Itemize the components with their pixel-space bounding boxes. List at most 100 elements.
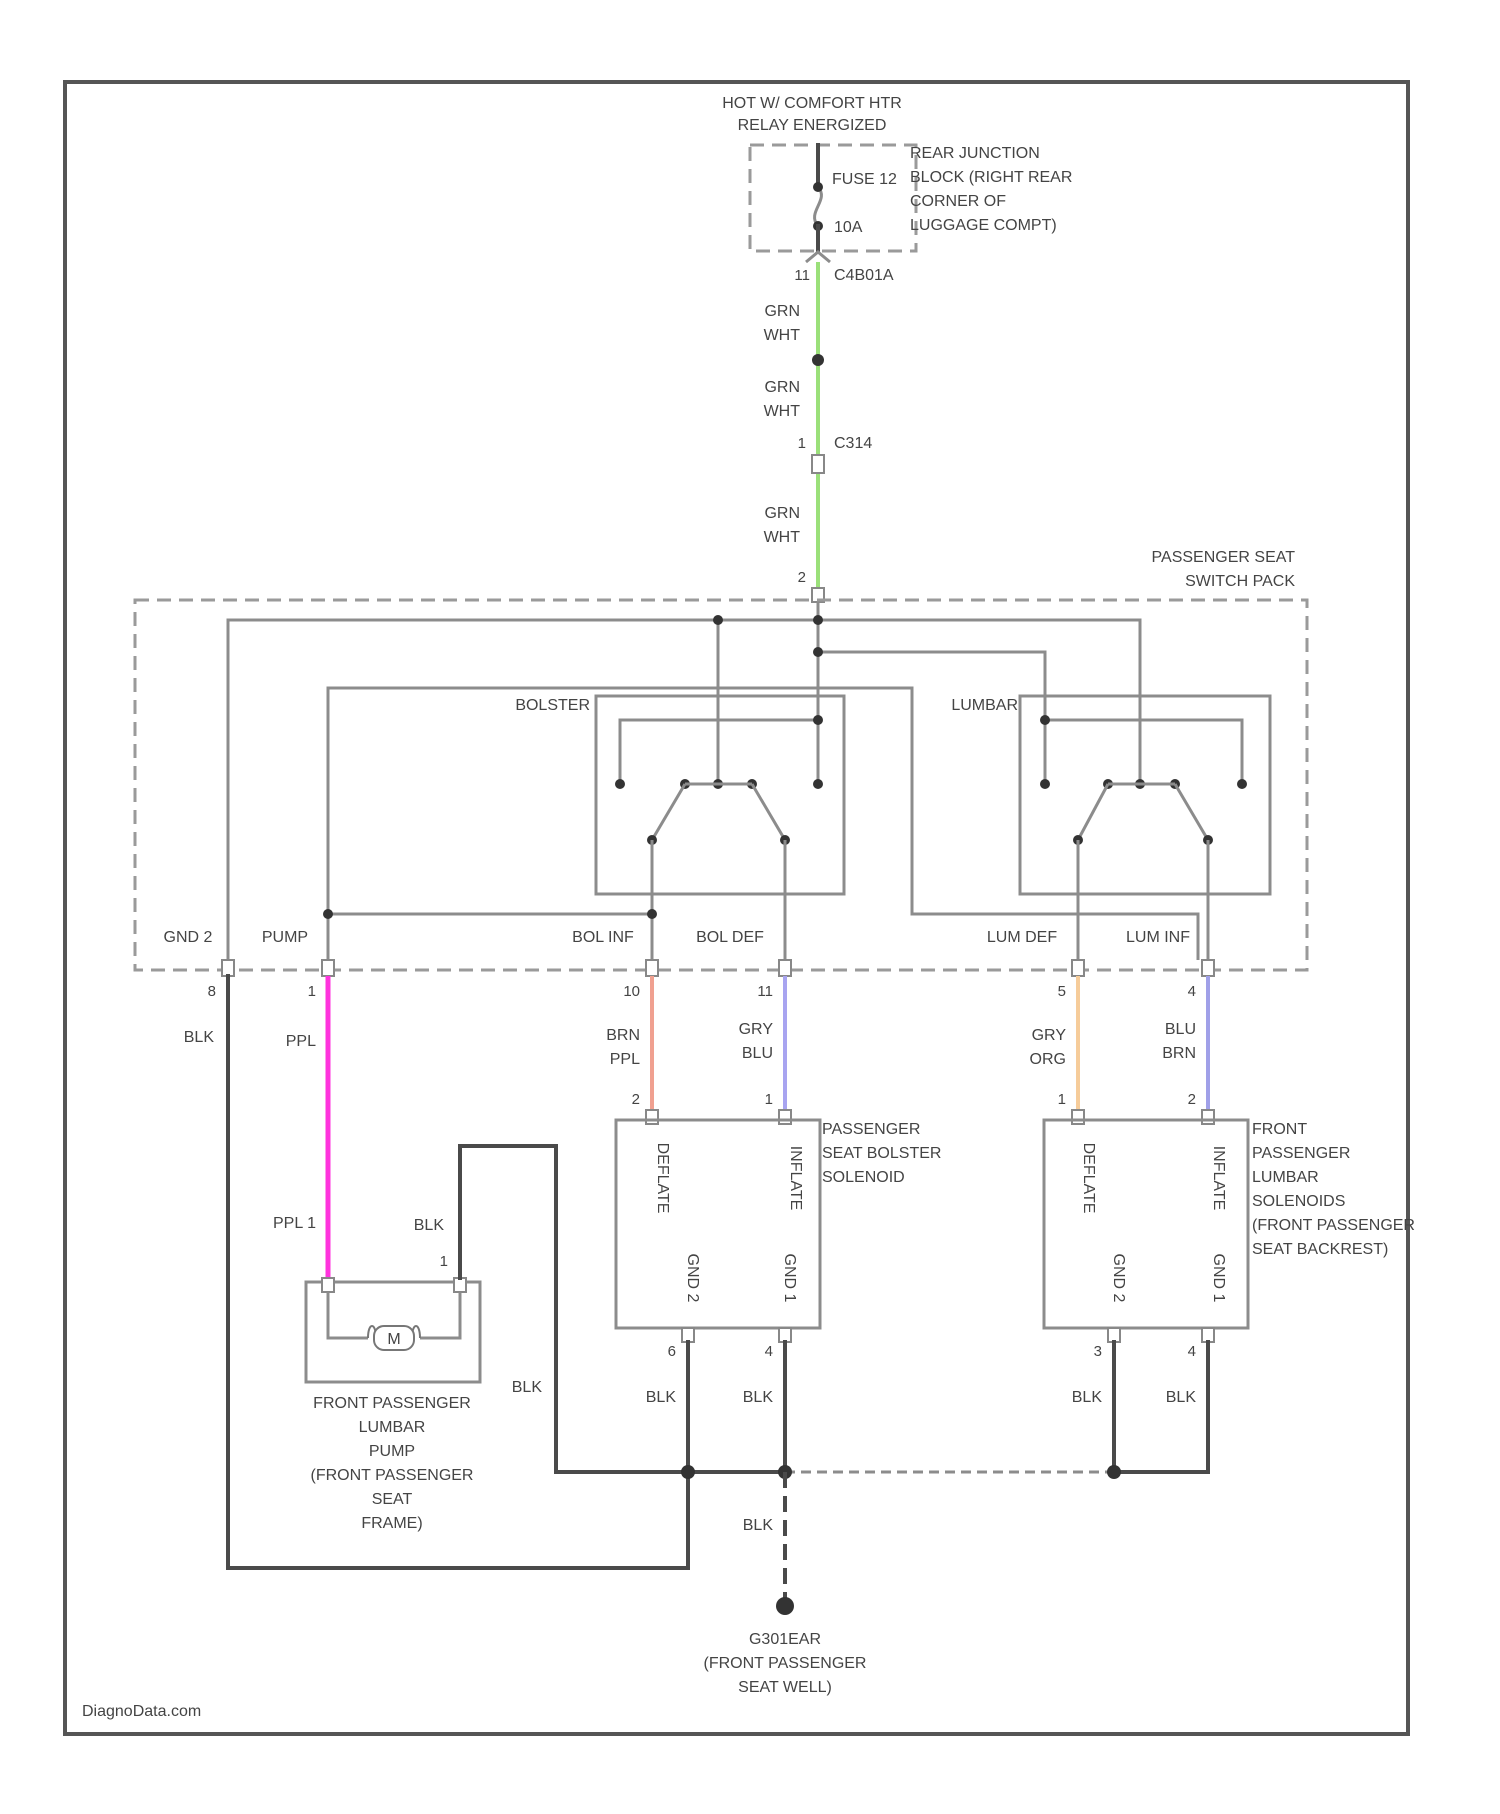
svg-text:BLU: BLU [1165,1021,1196,1038]
power-source-line2: RELAY ENERGIZED [738,117,887,134]
pump-motor-icon: M [368,1326,420,1350]
fuse-box-label: REAR JUNCTION BLOCK (RIGHT REAR CORNER O… [910,145,1072,234]
feed-color-1a: GRN [764,303,800,320]
svg-text:LUMBAR: LUMBAR [1252,1169,1319,1186]
inline-connector-id: C314 [834,435,872,452]
svg-text:BLOCK (RIGHT REAR: BLOCK (RIGHT REAR [910,169,1072,186]
term-pump: PUMP [262,929,308,946]
conn-bol-inf [646,960,658,976]
svg-text:4: 4 [1188,1343,1196,1360]
svg-text:GND 1: GND 1 [1210,1254,1227,1303]
pin-lum-def: 5 [1058,983,1066,1000]
svg-text:BLK: BLK [646,1389,677,1406]
svg-text:DEFLATE: DEFLATE [1080,1143,1097,1214]
power-source-line1: HOT W/ COMFORT HTR [722,95,902,112]
inline-pin: 1 [798,435,806,452]
svg-text:4: 4 [765,1343,773,1360]
svg-text:2: 2 [1188,1091,1196,1108]
feed-color-3a: GRN [764,505,800,522]
switch-feed-pin: 2 [798,569,806,586]
conn-lum-inf [1202,960,1214,976]
fuse-connector-id: C4B01A [834,267,894,284]
watermark: DiagnoData.com [82,1703,201,1720]
svg-text:GND 1: GND 1 [781,1254,798,1303]
svg-text:SEAT WELL): SEAT WELL) [738,1679,832,1696]
feed-color-2a: GRN [764,379,800,396]
svg-text:6: 6 [668,1343,676,1360]
term-bol-inf: BOL INF [572,929,634,946]
conn-bol-def [779,960,791,976]
svg-text:(FRONT PASSENGER: (FRONT PASSENGER [704,1655,867,1672]
svg-text:M: M [387,1331,400,1348]
svg-text:INFLATE: INFLATE [1210,1146,1227,1211]
svg-text:DEFLATE: DEFLATE [654,1143,671,1214]
ground-point-label: G301EAR (FRONT PASSENGER SEAT WELL) [704,1631,867,1696]
wire-gnd2-color: BLK [184,1029,215,1046]
svg-text:FRONT: FRONT [1252,1121,1307,1138]
fuse-element [815,187,822,226]
term-gnd2: GND 2 [164,929,213,946]
svg-text:SEAT: SEAT [372,1491,413,1508]
bolster-solenoid-label: PASSENGER SEAT BOLSTER SOLENOID [822,1121,941,1186]
fuse-name: FUSE 12 [832,171,897,188]
svg-text:GND 2: GND 2 [1110,1254,1127,1303]
svg-text:GRY: GRY [739,1021,774,1038]
pin-bol-inf: 10 [623,983,640,1000]
wire-pump-ground [460,1146,688,1472]
svg-text:3: 3 [1094,1343,1102,1360]
svg-text:CORNER OF: CORNER OF [910,193,1006,210]
svg-text:BRN: BRN [1162,1045,1196,1062]
svg-text:1: 1 [440,1253,448,1270]
pin-gnd2: 8 [208,983,216,1000]
svg-text:1: 1 [765,1091,773,1108]
svg-text:1: 1 [1058,1091,1066,1108]
pump-label: FRONT PASSENGER LUMBAR PUMP (FRONT PASSE… [311,1395,474,1532]
fuse-box [750,145,916,251]
svg-text:BLK: BLK [414,1217,445,1234]
svg-text:PPL: PPL [610,1051,640,1068]
svg-text:SEAT BOLSTER: SEAT BOLSTER [822,1145,941,1162]
svg-text:BLU: BLU [742,1045,773,1062]
wire-pump-color: PPL [286,1033,316,1050]
svg-text:(FRONT PASSENGER: (FRONT PASSENGER [311,1467,474,1484]
fuse-out-pin: 11 [794,267,810,284]
svg-text:ORG: ORG [1030,1051,1066,1068]
conn-lum-def [1072,960,1084,976]
svg-text:PASSENGER: PASSENGER [822,1121,920,1138]
conn-pump [322,960,334,976]
svg-text:REAR JUNCTION: REAR JUNCTION [910,145,1040,162]
svg-text:SOLENOIDS: SOLENOIDS [1252,1193,1345,1210]
lumbar-switch [1020,696,1270,894]
svg-text:PUMP: PUMP [369,1443,415,1460]
svg-text:GRY: GRY [1032,1027,1067,1044]
switch-pack-label: PASSENGER SEAT SWITCH PACK [1152,549,1296,590]
svg-text:PASSENGER SEAT: PASSENGER SEAT [1152,549,1296,566]
conn-gnd2 [222,960,234,976]
inline-connector [812,455,824,473]
svg-text:SEAT BACKREST): SEAT BACKREST) [1252,1241,1388,1258]
bolster-label: BOLSTER [515,697,590,714]
ground-point [776,1597,794,1615]
feed-color-3b: WHT [764,529,801,546]
svg-text:(FRONT PASSENGER: (FRONT PASSENGER [1252,1217,1415,1234]
svg-text:BRN: BRN [606,1027,640,1044]
lumbar-solenoid-label: FRONT PASSENGER LUMBAR SOLENOIDS (FRONT … [1252,1121,1415,1258]
svg-text:INFLATE: INFLATE [787,1146,804,1211]
wire-pump-pin: PPL 1 [273,1215,316,1232]
feed-color-1b: WHT [764,327,801,344]
fuse-rating: 10A [834,219,863,236]
svg-text:SWITCH PACK: SWITCH PACK [1185,573,1295,590]
svg-text:BLK: BLK [743,1389,774,1406]
bolster-switch [596,696,844,894]
fuse-out-connector [806,252,830,262]
svg-text:BLK: BLK [512,1379,543,1396]
svg-text:SOLENOID: SOLENOID [822,1169,905,1186]
pin-bol-def: 11 [757,983,773,1000]
svg-text:LUMBAR: LUMBAR [359,1419,426,1436]
term-bol-def: BOL DEF [696,929,764,946]
pin-lum-inf: 4 [1188,983,1196,1000]
svg-text:BLK: BLK [1166,1389,1197,1406]
pin-pump: 1 [308,983,316,1000]
lumbar-label: LUMBAR [951,697,1018,714]
